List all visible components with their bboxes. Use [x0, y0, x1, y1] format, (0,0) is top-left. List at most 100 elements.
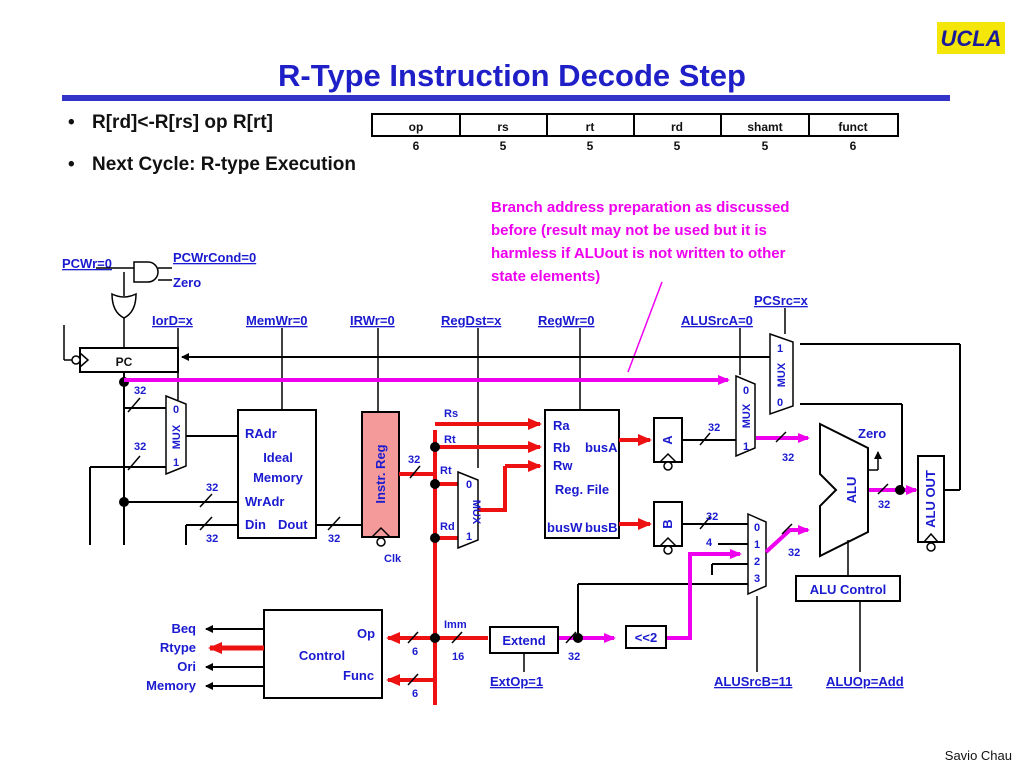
mem-title-1: Ideal [263, 450, 293, 465]
signal-pcsrc: PCSrc=x [754, 293, 809, 308]
format-width-op: 6 [413, 139, 420, 153]
field-imm: Imm [444, 619, 467, 631]
bullet-2: Next Cycle: R-type Execution [92, 154, 356, 175]
mux-pcsrc: 1 0 MUX [769, 332, 794, 416]
mux-b-input-1: 1 [754, 539, 760, 551]
control-func: Func [343, 668, 374, 683]
instruction-format: op rs rt rd shamt funct 6 5 5 5 5 6 [371, 113, 899, 153]
mem-wradr: WrAdr [245, 494, 284, 509]
register-file: Ra Rb busA Rw Reg. File busW busB [544, 409, 620, 539]
alu-label: ALU [844, 477, 859, 504]
signal-pcwrcond: PCWrCond=0 [173, 250, 256, 265]
control-out-beq: Beq [171, 621, 196, 636]
ucla-logo [937, 22, 1005, 54]
format-width-rt: 5 [587, 139, 594, 153]
control-out-ori: Ori [177, 659, 196, 674]
bus-width-6: 6 [412, 688, 418, 700]
register-a: A [653, 417, 683, 471]
alu-control-label: ALU Control [810, 582, 887, 597]
control-out-rtype: Rtype [160, 640, 196, 655]
alu-control: ALU Control [795, 575, 901, 602]
format-field-rs: rs [497, 120, 509, 134]
field-rd: Rd [440, 521, 455, 533]
mux-pc-input-1: 1 [777, 343, 783, 355]
ir-label: Instr. Reg [373, 444, 388, 503]
mux-regdst-input-1: 1 [466, 531, 472, 543]
or-gate [96, 267, 137, 348]
field-rt: Rt [444, 434, 456, 446]
mem-din: Din [245, 517, 266, 532]
control-label: Control [299, 648, 345, 663]
format-field-shamt: shamt [747, 120, 782, 134]
note-line-2: before (result may not be used but it is [491, 222, 767, 239]
control-unit: Control Op Func [263, 609, 383, 699]
bus-width-32: 32 [134, 385, 146, 397]
rf-busa: busA [585, 440, 618, 455]
mux-b-input-4: 4 [706, 537, 713, 549]
bus-width-32: 32 [134, 441, 146, 453]
bus-width-32: 32 [878, 499, 890, 511]
signal-aluop: ALUOp=Add [826, 674, 904, 689]
footer-author: Savio Chau [945, 748, 1012, 763]
bus-width-32: 32 [788, 547, 800, 559]
aluout-register: ALU OUT [917, 455, 945, 552]
mux-a-label: MUX [741, 403, 753, 428]
and-gate [133, 261, 172, 283]
bus-width-6: 6 [412, 646, 418, 658]
control-op: Op [357, 626, 375, 641]
mux-iord-input-1: 1 [173, 457, 179, 469]
format-width-rs: 5 [500, 139, 507, 153]
aluout-label: ALU OUT [923, 470, 938, 528]
signal-alusrcb: ALUSrcB=11 [714, 674, 792, 689]
bus-width-32: 32 [706, 511, 718, 523]
mux-pc-label: MUX [776, 362, 788, 387]
ucla-logo-text: UCLA [940, 26, 1001, 51]
reg-b-label: B [660, 519, 675, 528]
bullet-dot: • [68, 154, 75, 175]
title-underline [62, 95, 950, 101]
note-line-4: state elements) [491, 268, 600, 285]
format-width-rd: 5 [674, 139, 681, 153]
register-b: B [653, 501, 683, 555]
mux-iord: 0 1 MUX [165, 394, 187, 476]
ideal-memory: RAdr Ideal Memory WrAdr Din Dout [237, 409, 317, 539]
note-pointer [627, 281, 663, 373]
note-line-3: harmless if ALUout is not written to oth… [491, 245, 786, 262]
bus-width-32: 32 [408, 454, 420, 466]
extend-unit: Extend [489, 626, 559, 654]
mux-a-input-0: 0 [743, 385, 749, 397]
format-field-rd: rd [671, 120, 683, 134]
format-field-op: op [409, 120, 424, 134]
mux-a-input-1: 1 [743, 441, 749, 453]
mux-iord-label: MUX [171, 424, 183, 449]
signal-memwr: MemWr=0 [246, 313, 308, 328]
bus-width-16: 16 [452, 651, 464, 663]
field-rt-2: Rt [440, 465, 452, 477]
rf-title: Reg. File [555, 482, 609, 497]
format-width-funct: 6 [850, 139, 857, 153]
format-width-shamt: 5 [762, 139, 769, 153]
bus-width-32: 32 [782, 452, 794, 464]
mem-dout: Dout [278, 517, 308, 532]
field-rs: Rs [444, 408, 458, 420]
pc-label: PC [116, 355, 133, 369]
signal-zero-in: Zero [173, 275, 201, 290]
bus-width-32: 32 [206, 482, 218, 494]
mux-alusrcb: 0 1 2 3 [747, 512, 767, 596]
format-field-rt: rt [586, 120, 595, 134]
mux-regdst: 0 1 MUX [457, 470, 482, 550]
mux-regdst-label: MUX [470, 500, 482, 525]
clk-label: Clk [384, 553, 402, 565]
rf-rw: Rw [553, 458, 573, 473]
mux-iord-input-0: 0 [173, 404, 179, 416]
mux-alusrca: 0 1 MUX [735, 374, 756, 458]
shift-left-2: <<2 [625, 625, 667, 649]
branch-note: Branch address preparation as discussed … [491, 199, 789, 373]
page-title: R-Type Instruction Decode Step [278, 58, 746, 93]
format-field-funct: funct [838, 120, 867, 134]
instruction-register: Instr. Reg Clk [361, 411, 402, 565]
rf-ra: Ra [553, 418, 570, 433]
active-path-ir [386, 418, 542, 705]
mux-pc-input-0: 0 [777, 397, 783, 409]
mux-b-input-0: 0 [754, 522, 760, 534]
